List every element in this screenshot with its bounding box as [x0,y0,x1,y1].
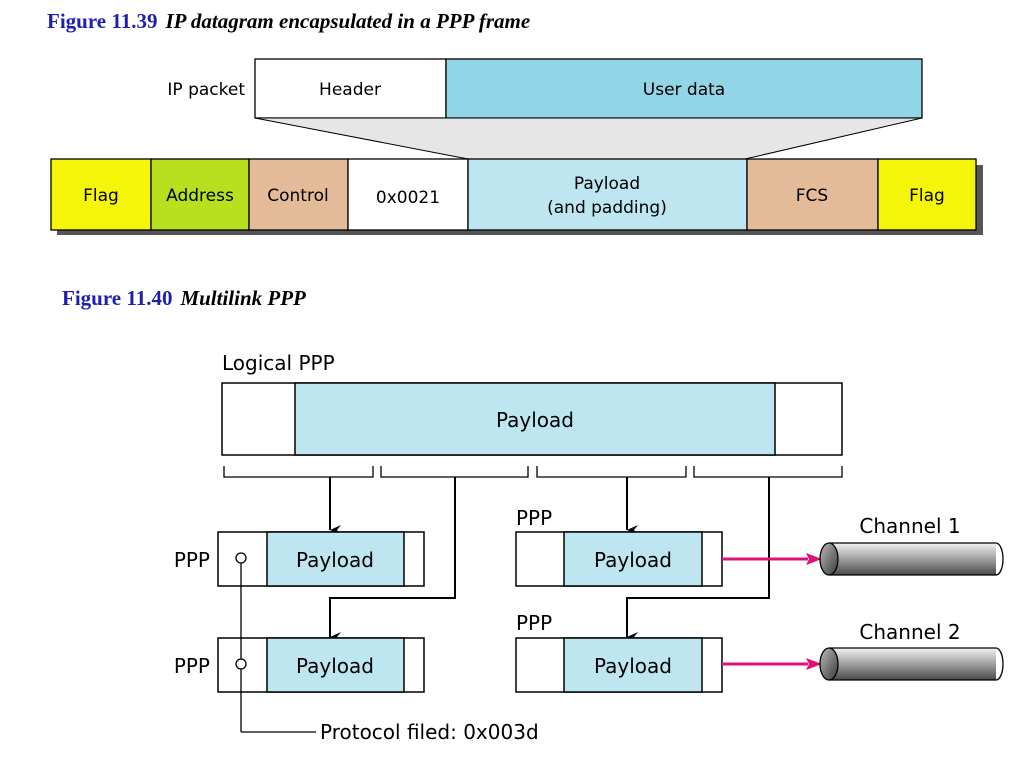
figure-11-40-caption: Multilink PPP [180,286,306,310]
user-data-field [445,58,923,119]
address-label: Address [166,186,234,206]
ppp-frame-2-payload [266,637,405,693]
ip-packet: IP packet Header User data [167,58,923,119]
ppp-frame-3-payload [563,531,703,587]
flag-start-label: Flag [83,186,119,206]
ppp-frame-4-payload-label: Payload [594,654,672,678]
channel-1-label: Channel 1 [859,514,960,538]
channel-1-outline [829,542,1004,576]
header-field [254,58,447,119]
fragment-brackets [223,466,843,478]
header-label: Header [319,80,381,100]
flag-end-field [877,158,977,231]
ppp-frame-4-payload [563,637,703,693]
arrow-fragment-2 [329,477,456,642]
ppp-label-4: PPP [516,611,552,635]
fragment-bracket-3 [536,466,687,478]
ppp-frame-2-payload-label: Payload [296,654,374,678]
fragment-bracket-1 [223,466,374,478]
channel-2-end [819,647,839,681]
arrow-fragment-4 [626,477,770,642]
fragment-arrows [329,477,770,642]
channel-2-outline [829,647,1004,681]
ppp-frame: Flag Address Control 0x0021 Payload (and… [50,158,983,235]
channel-1-cylinder: Channel 1 [819,514,1004,576]
address-field [150,158,250,231]
protocol-marker-1 [235,552,247,564]
channel-1-body [829,543,996,575]
control-field [248,158,349,231]
protocol-field-callout: Protocol filed: 0x003d [235,552,539,744]
ip-packet-label: IP packet [167,80,245,100]
protocol-note: Protocol filed: 0x003d [320,720,539,744]
ppp-label-2: PPP [174,654,210,678]
fcs-field [746,158,879,231]
ppp-label-1: PPP [174,548,210,572]
channel-2-body [829,648,996,680]
logical-ppp-label: Logical PPP [222,351,335,375]
channel-1-arrowhead [806,553,822,565]
control-label: Control [267,186,328,206]
payload-label-line1: Payload [574,174,640,194]
fragment-bracket-2 [380,466,529,478]
flag-start-field [50,158,152,231]
figure-11-40-title: Figure 11.40 Multilink PPP [62,286,306,311]
ppp-frame-2: PPP Payload [174,637,425,693]
channel-2-arrowhead [806,658,822,670]
ppp-frame-3: PPP Payload [515,506,723,587]
encapsulation-funnel [254,117,923,160]
figure-11-39-title: Figure 11.39 IP datagram encapsulated in … [47,9,530,34]
payload-field [467,158,748,231]
fcs-label: FCS [796,186,828,206]
ppp-frame-4: PPP Payload [515,611,723,693]
protocol-marker-2 [235,658,247,670]
ppp-frame-1: PPP Payload [174,531,425,587]
user-data-label: User data [643,80,725,100]
ppp-frame-3-payload-label: Payload [594,548,672,572]
ppp-label-3: PPP [516,506,552,530]
figure-11-39-number: Figure 11.39 [47,9,158,33]
channel-1-end [819,542,839,576]
channel-arrows [722,553,822,670]
fragment-bracket-4 [693,466,843,478]
logical-payload-label: Payload [496,408,574,432]
protocol-field [347,158,469,231]
protocol-label: 0x0021 [376,188,440,208]
logical-payload-field [294,382,776,456]
payload-label-line2: (and padding) [547,198,667,218]
figure-11-40-number: Figure 11.40 [62,286,173,310]
figure-11-39-caption: IP datagram encapsulated in a PPP frame [165,9,531,33]
flag-end-label: Flag [909,186,945,206]
channel-2-label: Channel 2 [859,620,960,644]
logical-ppp-frame: Payload [221,382,843,456]
ppp-frame-1-payload-label: Payload [296,548,374,572]
ppp-frame-1-payload [266,531,405,587]
channel-2-cylinder: Channel 2 [819,620,1004,681]
